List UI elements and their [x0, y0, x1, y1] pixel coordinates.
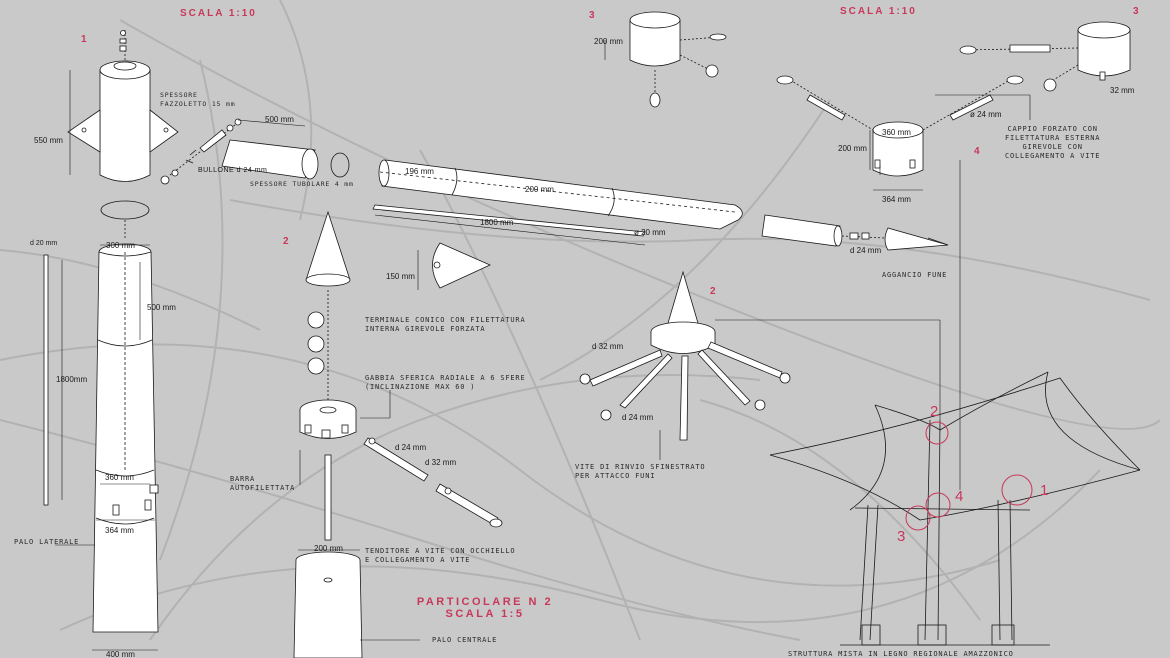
cone-assembly-left: [299, 210, 357, 541]
note-barra: BARRA AUTOFILETTATA: [230, 475, 296, 492]
ring-connector-4: [776, 75, 1024, 177]
ring-connector-3a: [629, 11, 727, 108]
dim-360-cyl4: 360 mm: [882, 128, 911, 137]
dim-200-cyl3: 200 mm: [594, 37, 623, 46]
note-vite-rinvio: VITE DI RINVIO SFINESTRATO PER ATTACCO F…: [575, 463, 706, 480]
cone-small: [432, 242, 491, 289]
detail-number-2b: 2: [710, 286, 716, 297]
dim-550: 550 mm: [34, 136, 63, 145]
note-spessore-fazzoletto: SPESSORE FAZZOLETTO 15 mm: [160, 91, 236, 108]
overview-marker-4: 4: [955, 488, 964, 505]
overview-marker-1: 1: [1040, 482, 1049, 499]
ring-below-head: [100, 200, 150, 220]
tube-segment-500: [221, 139, 350, 180]
note-terminale-conico: TERMINALE CONICO CON FILETTATURA INTERNA…: [365, 316, 526, 333]
spider-hub: [579, 270, 791, 441]
dim-32-bolt: d 32 mm: [425, 458, 457, 467]
dim-200-tube: 200 mm: [525, 185, 554, 194]
long-tube-assembly: [372, 159, 743, 237]
note-cappio: CAPPIO FORZATO CON FILETTATURA ESTERNA G…: [1005, 125, 1101, 160]
detail-number-3b: 3: [1133, 6, 1139, 17]
bolt-assembly: [160, 118, 242, 185]
note-palo-laterale: PALO LATERALE: [14, 538, 80, 546]
leader-lines: [55, 94, 1031, 641]
lateral-pole: [92, 243, 159, 633]
dim-364-cyl4: 364 mm: [882, 195, 911, 204]
dim-200-central: 200 mm: [314, 544, 343, 553]
dim-150: 150 mm: [386, 272, 415, 281]
overview-marker-2: 2: [930, 403, 939, 420]
detail-number-1: 1: [81, 34, 87, 45]
dim-32-hub: d 32 mm: [592, 342, 624, 351]
note-tenditore: TENDITORE A VITE CON OCCHIELLO E COLLEGA…: [365, 547, 516, 564]
detail-title-line1: PARTICOLARE N 2: [416, 596, 554, 608]
detail-title-line2: SCALA 1:5: [445, 608, 525, 620]
dim-500-pole: 500 mm: [147, 303, 176, 312]
detail-number-3a: 3: [589, 10, 595, 21]
turnbuckle: [363, 437, 503, 528]
dim-20-rod: ø 20 mm: [634, 228, 666, 237]
dim-32-cyl3b: 32 mm: [1110, 86, 1135, 95]
note-palo-centrale: PALO CENTRALE: [432, 636, 498, 644]
detail-title: PARTICOLARE N 2 SCALA 1:5: [405, 596, 565, 620]
dim-364-pole: 364 mm: [105, 526, 134, 535]
scale-label-right: SCALA 1:10: [840, 6, 917, 17]
detail-number-4: 4: [974, 146, 980, 157]
rope-hook-cone: [884, 227, 949, 251]
dim-360-pole: 360 mm: [105, 473, 134, 482]
dimension-lines: [61, 40, 923, 651]
note-gabbia-sferica: GABBIA SFERICA RADIALE A 6 SFERE (INCLIN…: [365, 374, 526, 391]
dim-400: 400 mm: [106, 650, 135, 658]
dim-24-bolt: d 24 mm: [395, 443, 427, 452]
note-struttura: STRUTTURA MISTA IN LEGNO REGIONALE AMAZZ…: [788, 650, 1014, 658]
dim-500-tube: 500 mm: [265, 115, 294, 124]
ring-connector-3b: [959, 21, 1131, 92]
dim-24-hook: d 24 mm: [850, 246, 882, 255]
dim-bullone: BULLONE d 24 mm: [198, 167, 268, 174]
overview-marker-3: 3: [897, 528, 906, 545]
dim-1800-pole: 1800mm: [56, 375, 88, 384]
structure-overview: [769, 371, 1141, 646]
overview-highlight-circles: [905, 421, 1033, 531]
dim-300: 300 mm: [106, 241, 135, 250]
scale-label-left: SCALA 1:10: [180, 8, 257, 19]
dim-1800-rod: 1800 mm: [480, 218, 514, 227]
pole-head-detail-1: [67, 30, 179, 182]
central-pole: [293, 551, 363, 658]
dim-24-cable: ø 24 mm: [970, 110, 1002, 119]
detail-number-2a: 2: [283, 236, 289, 247]
thin-bar: [43, 254, 49, 506]
dim-24-hub: d 24 mm: [622, 413, 654, 422]
note-aggancio: AGGANCIO FUNE: [882, 271, 948, 279]
dim-20-bar: d 20 mm: [30, 240, 58, 247]
dim-200-cyl4: 200 mm: [838, 144, 867, 153]
short-tube-right: [761, 214, 886, 247]
dim-196: 196 mm: [405, 167, 434, 176]
note-spessore-tubolare: SPESSORE TUBOLARE 4 mm: [250, 180, 354, 188]
